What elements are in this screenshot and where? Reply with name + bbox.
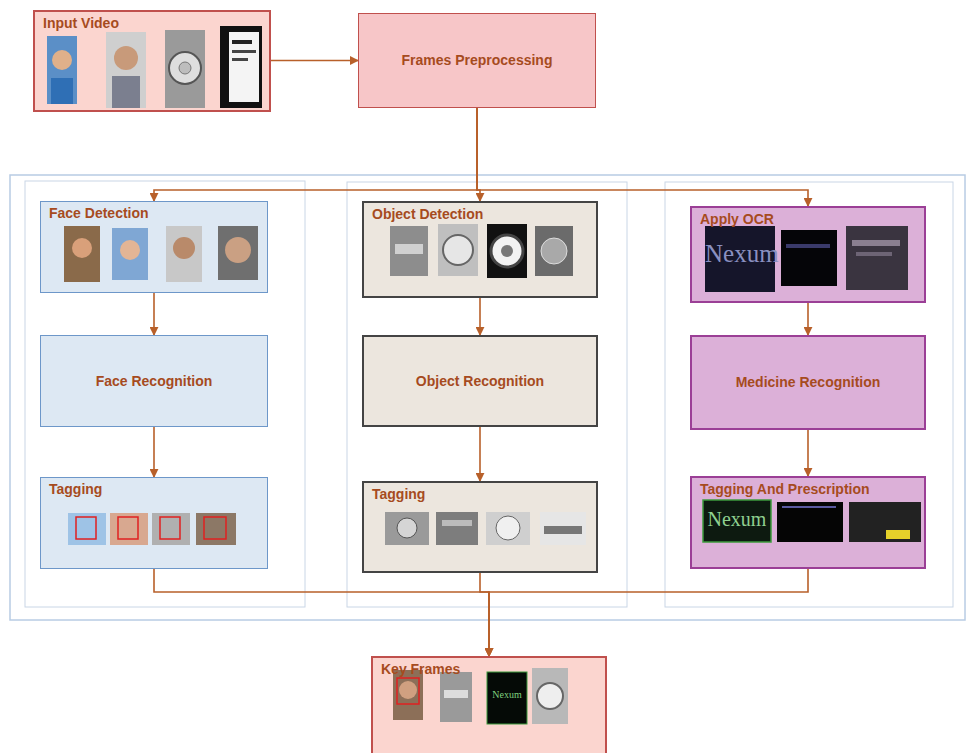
- flow-arrow: [479, 298, 481, 335]
- flow-arrow: [154, 108, 477, 201]
- node-label: Key Frames: [381, 661, 597, 678]
- column-panel: [665, 182, 953, 607]
- process-box: Medicine Recognition: [690, 335, 926, 430]
- flow-arrow: [154, 569, 489, 656]
- ocr-thumbnails: [705, 226, 908, 292]
- node-label: Face Recognition: [96, 373, 213, 390]
- column-panel: [25, 181, 305, 607]
- flow-arrow: [477, 108, 808, 206]
- node-label: Tagging: [49, 481, 259, 498]
- column-panel: [347, 182, 627, 607]
- thumbnail-text: Nexum: [703, 508, 771, 531]
- node-label: Frames Preprocessing: [402, 52, 553, 69]
- node-label: Object Recognition: [416, 373, 544, 390]
- flow-arrow: [153, 427, 155, 477]
- process-box: Tagging: [40, 477, 268, 569]
- process-box: Frames Preprocessing: [358, 13, 596, 108]
- node-label: Object Detection: [372, 206, 588, 223]
- flow-arrow: [807, 303, 809, 335]
- node-label: Input Video: [43, 15, 261, 32]
- face-thumbnails: [64, 226, 258, 282]
- video-thumbnails: [47, 26, 262, 108]
- node-label: Face Detection: [49, 205, 259, 222]
- flow-arrow: [153, 293, 155, 335]
- object-tag-thumbnails: [385, 512, 586, 545]
- object-thumbnails: [390, 224, 573, 278]
- process-box: Object Recognition: [362, 335, 598, 427]
- process-box: Object Detection: [362, 201, 598, 298]
- flow-arrow: [480, 573, 489, 656]
- process-box: Face Recognition: [40, 335, 268, 427]
- prescription-thumbnails: [703, 500, 921, 542]
- thumbnail-text: Nexum: [487, 689, 527, 700]
- process-box: Key Frames: [371, 656, 607, 753]
- process-box: Face Detection: [40, 201, 268, 293]
- node-label: Medicine Recognition: [736, 374, 881, 391]
- flow-arrow: [489, 569, 808, 656]
- process-box: Input Video: [33, 10, 271, 112]
- keyframe-thumbnails: [393, 668, 568, 724]
- node-label: Tagging And Prescription: [700, 481, 916, 498]
- process-box: Tagging: [362, 481, 598, 573]
- flow-arrow: [479, 427, 481, 481]
- thumbnail-text: Nexum: [705, 240, 775, 268]
- node-label: Apply OCR: [700, 211, 916, 228]
- node-label: Tagging: [372, 486, 588, 503]
- face-tag-thumbnails: [68, 513, 236, 545]
- outer-panel: [10, 175, 965, 620]
- flow-arrow: [807, 430, 809, 476]
- flow-arrow: [271, 60, 358, 62]
